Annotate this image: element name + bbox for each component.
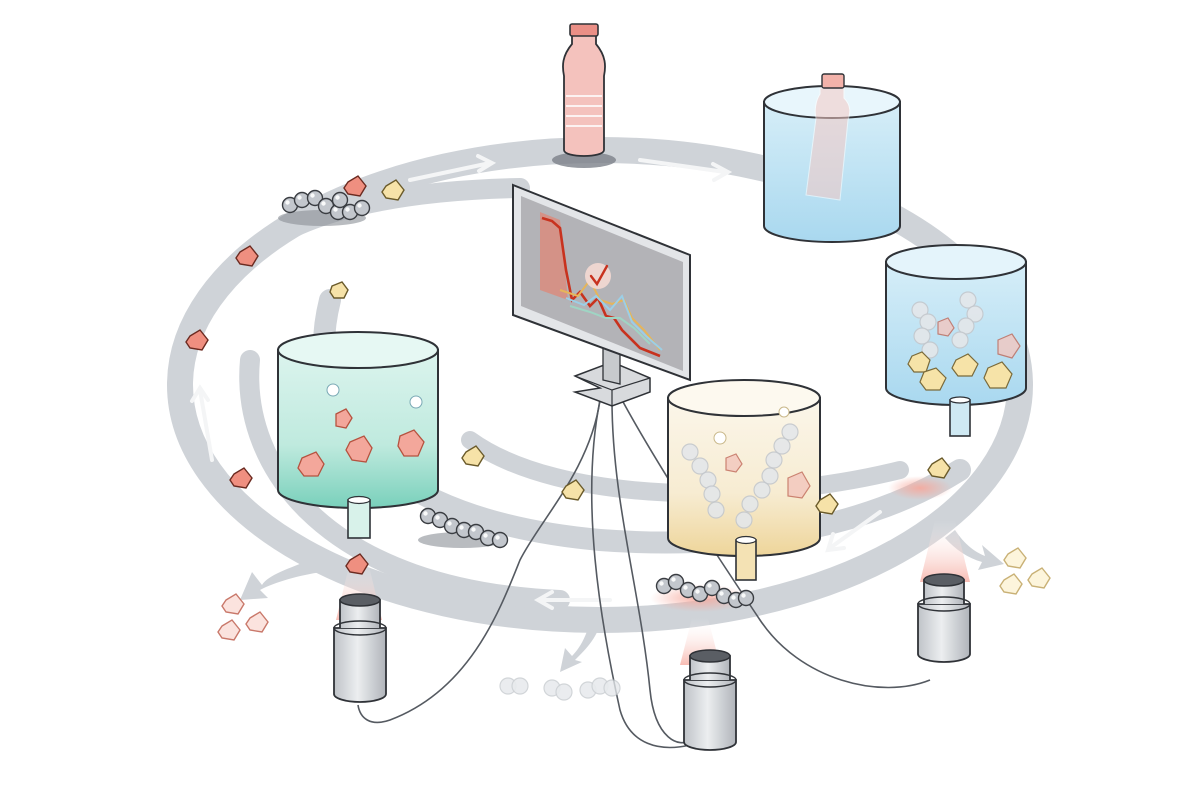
monitor-chart-icon (512, 183, 691, 407)
precipitation-tank-icon-2 (667, 379, 821, 581)
polymer-chain-icon-left (418, 507, 509, 549)
crystal-icon-yellow (329, 179, 951, 515)
precipitation-tank-icon (277, 331, 439, 539)
signal-cables (357, 399, 931, 749)
separation-tank-icon (885, 244, 1027, 437)
monitor-plot (540, 212, 663, 358)
dissolving-tank-icon (763, 73, 901, 243)
crystal-icon-red (185, 175, 369, 575)
polymer-chain-output (499, 677, 621, 701)
polymer-chain-icon-top-left (278, 189, 371, 226)
crystal-output-yellow (999, 547, 1051, 595)
flow-arrows (190, 154, 882, 610)
crystal-output-red (217, 593, 269, 641)
plastic-bottle-icon (552, 23, 616, 168)
detector-icon-2 (683, 649, 737, 751)
detector-icon (333, 593, 387, 703)
detector-icon-3 (917, 573, 971, 663)
